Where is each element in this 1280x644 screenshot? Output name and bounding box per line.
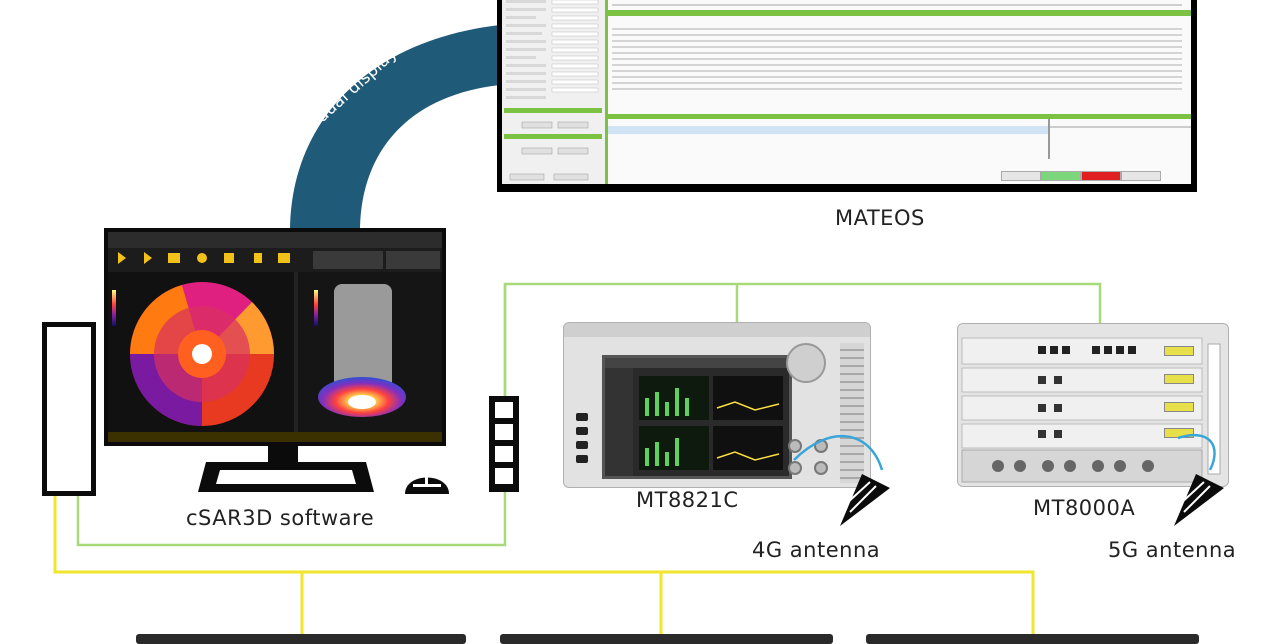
mateos-screenshot — [497, 0, 1197, 192]
antenna-5g-label: 5G antenna — [1108, 538, 1237, 562]
monitor-stand — [198, 444, 374, 492]
csar3d-screen — [108, 232, 442, 442]
mt8821c-instrument — [563, 322, 871, 488]
mateos-main-panel — [608, 0, 1191, 184]
csar3d-label: cSAR3D software — [186, 506, 375, 530]
antenna-4g-label: 4G antenna — [752, 538, 881, 562]
dual-display-arc — [290, 25, 500, 232]
mt8000a-instrument — [957, 323, 1229, 487]
polar-heatmap — [130, 282, 275, 426]
mt8000a-label: MT8000A — [1033, 496, 1136, 520]
antenna-5g-icon — [1174, 433, 1224, 526]
tower-pc-icon — [42, 322, 96, 496]
mouse-icon — [405, 476, 449, 494]
usb-hub-icon — [489, 396, 519, 492]
tablet-icon — [500, 634, 833, 644]
monitor-icon — [104, 228, 446, 446]
tablet-icon — [866, 634, 1199, 644]
mateos-label: MATEOS — [835, 206, 925, 230]
mt8821c-label: MT8821C — [636, 488, 739, 512]
antenna-4g-icon — [793, 435, 890, 526]
mateos-sidebar — [502, 0, 608, 184]
tablet-icon — [136, 634, 466, 644]
